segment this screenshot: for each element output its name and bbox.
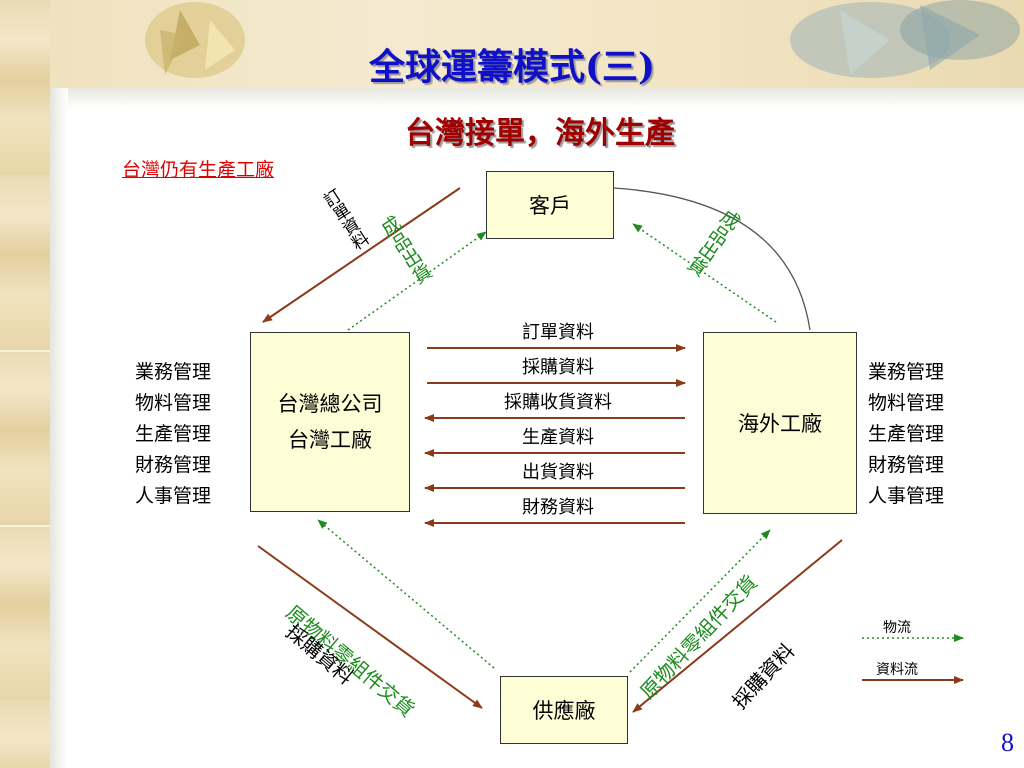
legend-logistics-label: 物流 [883, 620, 911, 636]
slide-subtitle: 台灣接單，海外生產 [405, 116, 675, 151]
flow-label: 訂單資料 [522, 322, 594, 343]
node-supplier-label: 供應廠 [532, 699, 596, 723]
strip-seam [0, 350, 50, 352]
connector-curve [613, 187, 811, 331]
node-supplier: 供應廠 [500, 676, 628, 744]
node-customer: 客戶 [486, 171, 614, 239]
note-text: 台灣仍有生產工廠 [122, 159, 275, 181]
strip-seam [0, 525, 50, 527]
node-overseas-factory-label: 海外工廠 [738, 412, 822, 436]
management-item: 財務管理 [135, 454, 212, 476]
management-list-right: 業務管理 物料管理 生產管理 財務管理 人事管理 [868, 357, 944, 512]
management-item: 生產管理 [135, 423, 212, 445]
legend-info-flow-label: 資料流 [876, 662, 918, 678]
node-overseas-factory: 海外工廠 [703, 332, 857, 514]
banner-shadow [50, 88, 1024, 108]
arrow-goods-ship-left [347, 231, 487, 331]
page-number: 8 [1001, 728, 1014, 757]
left-shadow [50, 88, 68, 768]
management-item: 財務管理 [868, 454, 945, 476]
management-item: 人事管理 [868, 485, 945, 507]
arrow-order-data [262, 187, 461, 323]
flow-label: 生產資料 [522, 427, 594, 448]
management-item: 業務管理 [135, 361, 212, 383]
node-taiwan-hq: 台灣總公司 台灣工廠 [250, 332, 410, 512]
arrow-goods-ship-right [632, 223, 777, 323]
flow-label: 採購資料 [522, 357, 594, 378]
flower-decoration [145, 2, 245, 78]
arrow-purchase-right [632, 539, 843, 713]
flow-label: 採購收貨資料 [504, 392, 612, 413]
management-item: 業務管理 [868, 361, 945, 383]
slide-title: 全球運籌模式(三) [368, 46, 656, 88]
arrow-material-left [317, 519, 495, 669]
management-item: 物料管理 [135, 392, 212, 414]
arrow-purchase-left [257, 545, 483, 709]
node-taiwan-factory-label: 台灣工廠 [288, 428, 372, 452]
left-decor-strip [0, 0, 50, 768]
flow-label: 財務資料 [522, 497, 594, 518]
node-customer-label: 客戶 [529, 194, 571, 218]
management-item: 人事管理 [135, 485, 212, 507]
arrow-material-right [629, 529, 771, 673]
management-item: 生產管理 [868, 423, 945, 445]
management-list-left: 業務管理 物料管理 生產管理 財務管理 人事管理 [135, 357, 211, 512]
management-item: 物料管理 [868, 392, 945, 414]
flow-label: 出貨資料 [522, 462, 594, 483]
leaf-decoration [790, 0, 1020, 78]
node-taiwan-hq-label: 台灣總公司 [277, 392, 383, 416]
